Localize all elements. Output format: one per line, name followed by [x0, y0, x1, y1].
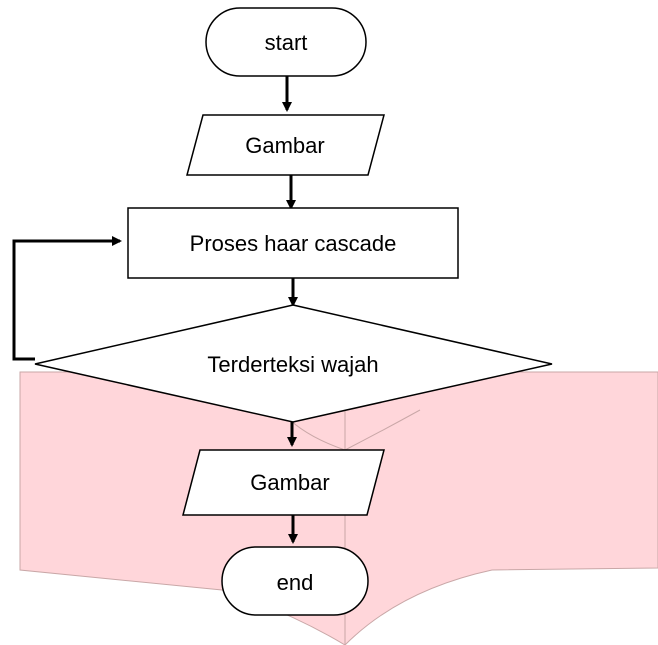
node-decision: Terderteksi wajah: [34, 304, 553, 423]
end-label: end: [277, 570, 314, 595]
parallelogram-input-shape: [186, 114, 385, 176]
edges: [12, 76, 298, 544]
node-start: start: [205, 7, 367, 77]
node-input: Gambar: [186, 114, 385, 176]
decision-label: Terderteksi wajah: [207, 352, 378, 377]
process-shape: [127, 207, 459, 279]
output-label: Gambar: [250, 470, 329, 495]
edge-decision-loop-back: [12, 236, 122, 361]
process-label: Proses haar cascade: [190, 231, 397, 256]
overlay-right-page: [344, 371, 658, 645]
node-output: Gambar: [182, 449, 385, 516]
node-process: Proses haar cascade: [127, 207, 459, 279]
parallelogram-output-shape: [182, 449, 385, 516]
node-end: end: [221, 546, 369, 616]
start-label: start: [265, 30, 308, 55]
terminator-start-shape: [205, 7, 367, 77]
input-label: Gambar: [245, 133, 324, 158]
decision-shape: [34, 304, 553, 423]
terminator-end-shape: [221, 546, 369, 616]
